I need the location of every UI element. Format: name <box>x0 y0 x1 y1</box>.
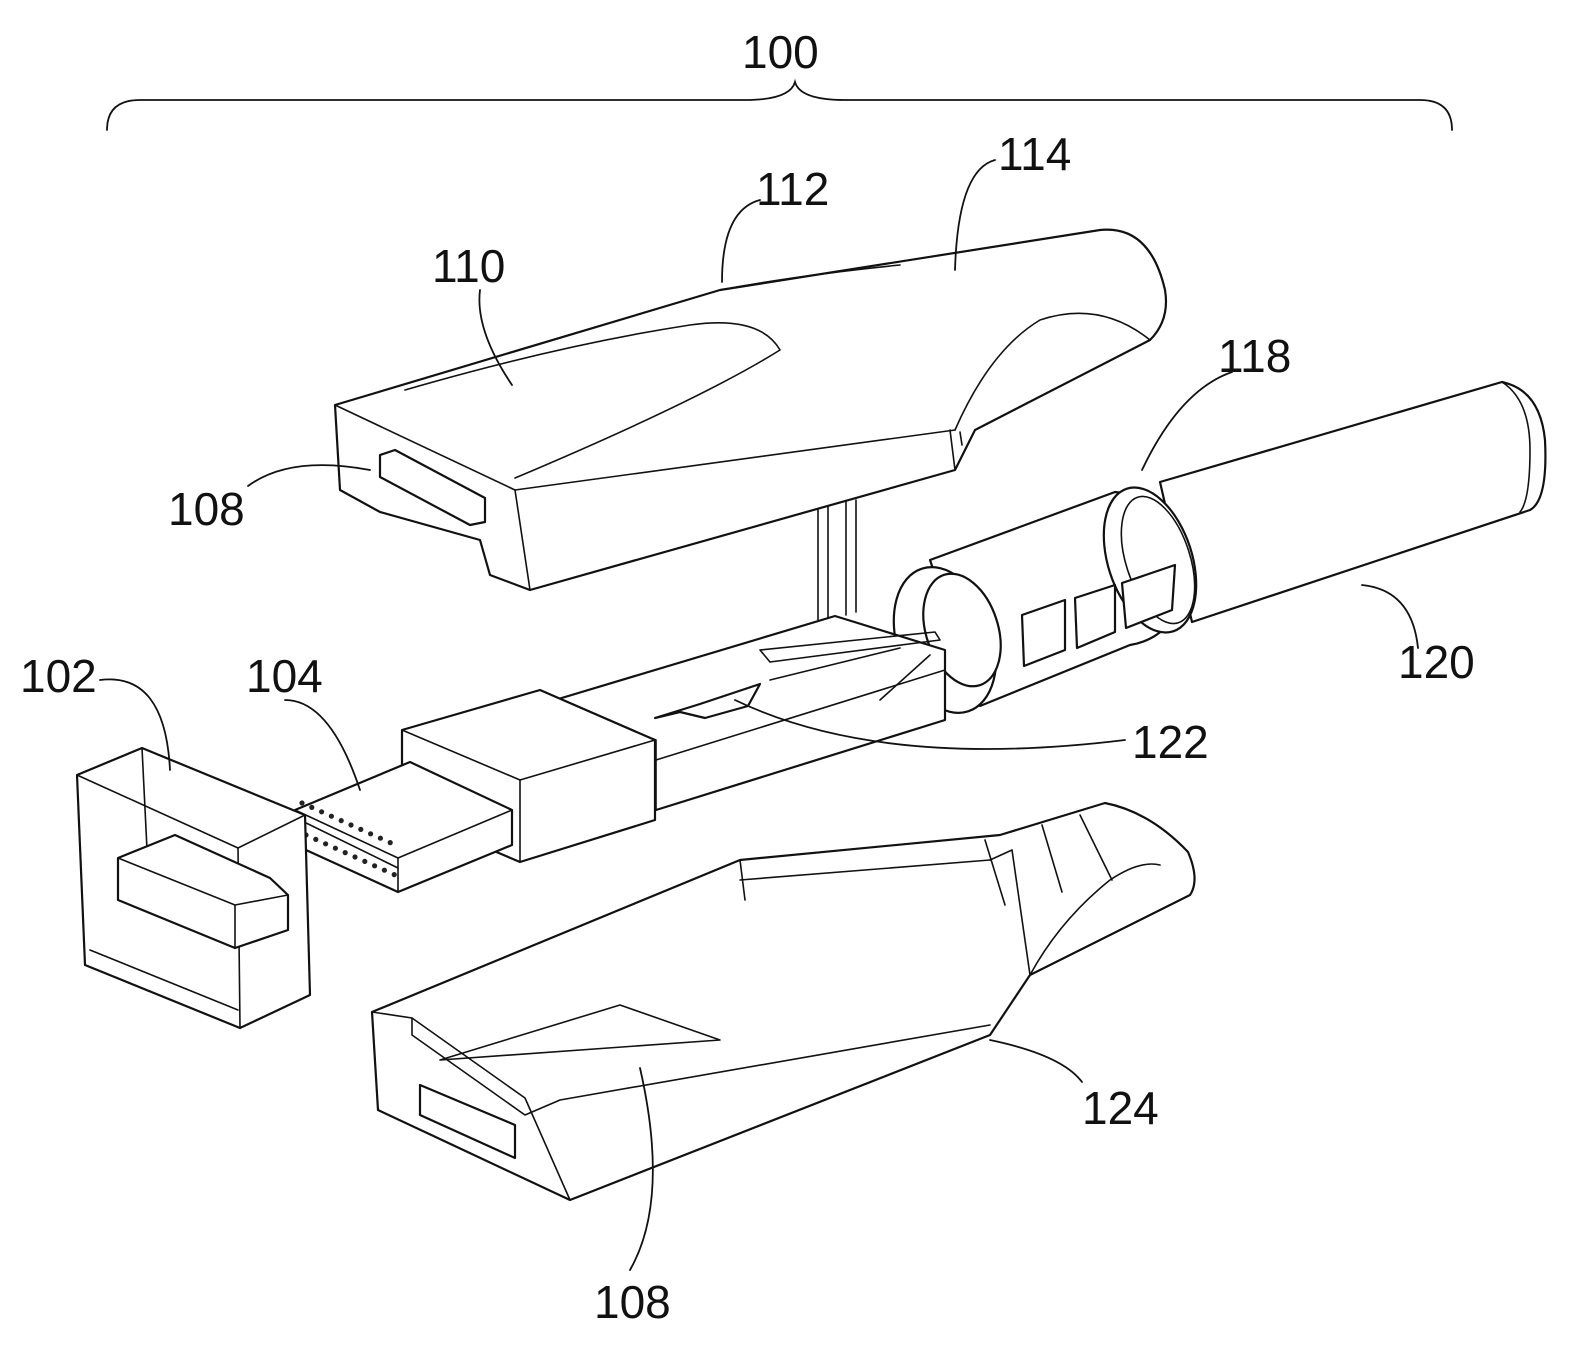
reference-labels: 100 112 114 110 118 108 120 102 104 122 … <box>20 26 1475 1328</box>
contact-dot <box>332 845 338 851</box>
contact-dot <box>377 835 383 841</box>
contact-dot <box>338 818 344 824</box>
contact-dot <box>323 841 329 847</box>
contact-dot <box>352 854 358 860</box>
label-112: 112 <box>756 163 829 215</box>
contact-dot <box>387 840 393 846</box>
label-118: 118 <box>1218 330 1291 382</box>
label-108-top: 108 <box>168 483 245 535</box>
alignment-pins <box>817 499 857 621</box>
contact-dot <box>358 826 364 833</box>
contact-dot <box>362 858 368 865</box>
label-102: 102 <box>20 650 97 702</box>
contact-dot <box>309 804 315 811</box>
bottom-housing <box>370 801 1196 1202</box>
label-120: 120 <box>1398 636 1475 688</box>
label-124: 124 <box>1082 1082 1159 1134</box>
label-110: 110 <box>432 240 505 292</box>
contact-dot <box>372 863 378 869</box>
label-114: 114 <box>998 128 1071 180</box>
contact-dot <box>313 836 319 843</box>
cable <box>1158 380 1547 624</box>
contact-dot <box>391 872 397 878</box>
strain-relief-assembly <box>892 486 1198 714</box>
leader-lines <box>99 159 1419 1271</box>
contact-dot <box>368 831 374 837</box>
contact-dot <box>348 822 354 828</box>
dust-cap <box>75 746 312 1030</box>
contact-dot <box>381 867 387 873</box>
assembly-bracket <box>106 78 1453 131</box>
contact-dot <box>319 809 325 815</box>
contact-dot <box>342 850 348 856</box>
label-100: 100 <box>742 26 819 78</box>
contact-dot <box>328 813 334 819</box>
label-108-bottom: 108 <box>594 1276 671 1328</box>
label-104: 104 <box>246 650 323 702</box>
connector-plug <box>293 688 657 894</box>
label-122: 122 <box>1132 716 1209 768</box>
contact-dot <box>299 800 305 806</box>
top-housing <box>333 228 1168 592</box>
